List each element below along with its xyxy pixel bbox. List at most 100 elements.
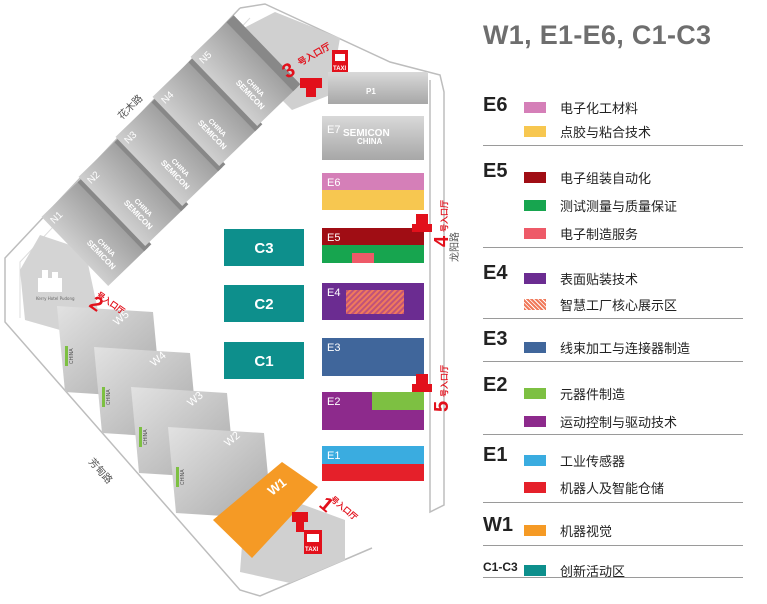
legend-swatch bbox=[524, 416, 546, 427]
legend-label: 运动控制与驱动技术 bbox=[560, 416, 678, 431]
entrance-4[interactable]: 4 号入口厅 bbox=[412, 200, 453, 247]
road-fangdian: 芳甸路 bbox=[86, 455, 116, 486]
entrance-5-text: 号入口厅 bbox=[440, 365, 449, 397]
entrance-4-text: 号入口厅 bbox=[440, 200, 449, 232]
legend-label: 点胶与粘合技术 bbox=[560, 126, 652, 141]
taxi-north-label: TAXI bbox=[333, 66, 347, 72]
legend-swatch bbox=[524, 228, 546, 239]
hall-c1[interactable] bbox=[224, 342, 304, 379]
legend-label: 电子组装自动化 bbox=[560, 172, 652, 187]
legend-separator bbox=[483, 145, 743, 146]
hall-e5-label: E5 bbox=[327, 232, 340, 244]
hall-p1[interactable] bbox=[328, 72, 428, 104]
legend-swatch bbox=[524, 482, 546, 493]
legend-swatch bbox=[524, 102, 546, 113]
hall-e1-red[interactable] bbox=[322, 464, 424, 481]
legend-separator bbox=[483, 545, 743, 546]
legend-separator bbox=[483, 361, 743, 362]
road-longyang: 龙阳路 bbox=[448, 232, 461, 262]
legend-swatch bbox=[524, 342, 546, 353]
hall-e3-label: E3 bbox=[327, 342, 340, 354]
hall-e5-darkred[interactable] bbox=[322, 228, 424, 245]
legend-swatch bbox=[524, 126, 546, 137]
entrance-4-arrow-icon bbox=[416, 214, 428, 226]
legend-separator bbox=[483, 577, 743, 578]
hall-e7-label: E7 bbox=[327, 124, 340, 136]
entrance-5[interactable]: 5 号入口厅 bbox=[412, 365, 453, 412]
legend-label: 工业传感器 bbox=[560, 455, 626, 470]
hall-e4-label: E4 bbox=[327, 287, 340, 299]
legend-separator bbox=[483, 247, 743, 248]
hall-e3[interactable] bbox=[322, 338, 424, 376]
legend-code-e3: E3 bbox=[483, 328, 508, 350]
legend-code-e6: E6 bbox=[483, 94, 508, 116]
legend-label: 线束加工与连接器制造 bbox=[560, 342, 691, 357]
legend-code-w1: W1 bbox=[483, 514, 513, 536]
hall-e2-label: E2 bbox=[327, 396, 340, 408]
hall-e7-china: CHINA bbox=[357, 137, 383, 146]
legend-swatch bbox=[524, 455, 546, 466]
hall-e6-label: E6 bbox=[327, 177, 340, 189]
taxi-south-label: TAXI bbox=[305, 547, 319, 553]
hall-e1-label: E1 bbox=[327, 450, 340, 462]
entrance-4-number: 4 bbox=[431, 235, 453, 247]
legend-swatch bbox=[524, 388, 546, 399]
legend-code-e4: E4 bbox=[483, 262, 508, 284]
legend-swatch bbox=[524, 273, 546, 284]
legend-label: 创新活动区 bbox=[560, 565, 626, 580]
kerry-hotel-icon bbox=[38, 270, 62, 292]
legend-label: 电子制造服务 bbox=[560, 228, 639, 243]
entrance-1-arrow-icon bbox=[292, 512, 308, 522]
exhibition-floor-map: N1SEMICONCHINAN2SEMICONCHINAN3SEMICONCHI… bbox=[4, 3, 461, 597]
hall-c2-label: C2 bbox=[254, 296, 273, 313]
hall-w5-brand: CHINA bbox=[69, 348, 75, 364]
legend-label: 测试测量与质量保证 bbox=[560, 200, 678, 215]
taxi-north[interactable]: TAXI bbox=[332, 50, 348, 72]
site-boundary-north bbox=[239, 3, 445, 514]
legend-label: 表面贴装技术 bbox=[560, 273, 639, 288]
taxi-south[interactable]: TAXI bbox=[304, 530, 322, 554]
legend-label: 机器视觉 bbox=[560, 525, 613, 540]
hall-e7[interactable] bbox=[322, 116, 424, 160]
hall-p1-label: P1 bbox=[366, 87, 376, 96]
legend-swatch bbox=[524, 565, 546, 576]
hall-w2-brand: CHINA bbox=[180, 469, 186, 485]
legend-label: 智慧工厂核心展示区 bbox=[560, 299, 678, 314]
legend-code-c1-c3: C1-C3 bbox=[483, 560, 518, 574]
legend-swatch bbox=[524, 172, 546, 183]
hall-e6-pink[interactable] bbox=[322, 173, 424, 190]
hall-c3[interactable] bbox=[224, 229, 304, 266]
north-hall-group: N1SEMICONCHINAN2SEMICONCHINAN3SEMICONCHI… bbox=[41, 15, 301, 286]
legend-swatch bbox=[524, 200, 546, 211]
hall-w3-brand: CHINA bbox=[143, 429, 149, 445]
legend-label: 机器人及智能仓储 bbox=[560, 482, 665, 497]
hall-c1-label: C1 bbox=[254, 353, 273, 370]
hall-e1-blue[interactable] bbox=[322, 446, 424, 464]
legend-swatch bbox=[524, 299, 546, 310]
legend-separator bbox=[483, 318, 743, 319]
hall-c2[interactable] bbox=[224, 285, 304, 322]
hall-w4-brand: CHINA bbox=[106, 389, 112, 405]
legend-code-e1: E1 bbox=[483, 444, 508, 466]
east-hall-group: P1 E7 SEMICON CHINA E6 E5 E4 E3 E2 E1 bbox=[322, 72, 428, 481]
hall-e5-coral[interactable] bbox=[352, 253, 374, 263]
entrance-5-arrow-icon bbox=[416, 374, 428, 386]
hall-e2-green[interactable] bbox=[372, 392, 424, 410]
hall-c3-label: C3 bbox=[254, 240, 273, 257]
legend-title: W1, E1-E6, C1-C3 bbox=[483, 20, 712, 50]
legend-code-e2: E2 bbox=[483, 374, 508, 396]
legend-code-e5: E5 bbox=[483, 160, 508, 182]
entrance-5-number: 5 bbox=[431, 401, 453, 412]
legend-separator bbox=[483, 502, 743, 503]
hall-w1[interactable] bbox=[213, 462, 318, 558]
hall-e6-yellow[interactable] bbox=[322, 190, 424, 210]
kerry-hotel-label: Kerry Hotel Pudong bbox=[36, 296, 75, 301]
center-hall-group: C3 C2 C1 bbox=[224, 229, 304, 379]
entrance-3-arrow-icon bbox=[300, 78, 322, 88]
hall-e4-smart-factory[interactable] bbox=[346, 290, 404, 314]
hall-e7-semicon: SEMICON bbox=[343, 128, 390, 139]
legend-separator bbox=[483, 434, 743, 435]
